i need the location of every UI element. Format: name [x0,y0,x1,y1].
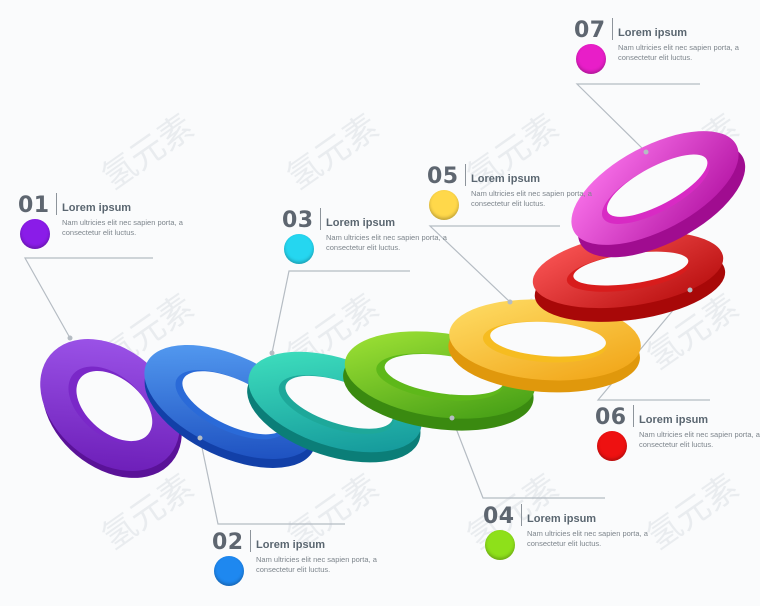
anchor-dot [67,335,73,341]
divider [612,18,613,40]
step-number: 04 [483,504,515,529]
step-title: Lorem ipsum [256,539,326,551]
divider [465,164,466,186]
divider [320,208,321,230]
divider [521,504,522,526]
ring-red [532,231,726,322]
anchor-dot [507,299,513,305]
step-number: 05 [427,164,459,189]
anchor-dots [67,149,693,441]
connector-lines [23,83,710,525]
step-title: Lorem ipsum [618,27,688,39]
connector-03 [271,270,410,354]
connector-07 [575,83,700,153]
step-title: Lorem ipsum [527,513,597,525]
divider [250,530,251,552]
anchor-dot [197,435,203,441]
color-dot [214,556,244,586]
divider [56,193,57,215]
step-number: 01 [18,193,50,218]
step-description: Nam ultricies elit nec sapien porta, a c… [527,529,648,548]
step-description: Nam ultricies elit nec sapien porta, a c… [62,218,183,237]
step-title: Lorem ipsum [471,173,541,185]
color-dot [576,44,606,74]
anchor-dot [269,350,275,356]
step-description: Nam ultricies elit nec sapien porta, a c… [256,555,377,574]
anchor-dot [687,287,693,293]
divider [633,405,634,427]
color-dot [597,431,627,461]
anchor-dot [643,149,649,155]
step-description: Nam ultricies elit nec sapien porta, a c… [471,189,592,208]
step-description: Nam ultricies elit nec sapien porta, a c… [618,43,739,62]
step-title: Lorem ipsum [639,414,709,426]
connector-05 [428,225,560,303]
ring-magenta [571,131,746,258]
connector-06 [596,289,710,401]
step-number: 07 [574,18,606,43]
step-number: 02 [212,530,244,555]
anchor-dot [449,415,455,421]
step-title: Lorem ipsum [326,217,396,229]
step-number: 03 [282,208,314,233]
step-description: Nam ultricies elit nec sapien porta, a c… [639,430,760,449]
step-title: Lorem ipsum [62,202,132,214]
color-dot [20,219,50,249]
connector-02 [199,437,345,525]
connector-01 [23,257,153,339]
color-dot [284,234,314,264]
color-dot [485,530,515,560]
step-description: Nam ultricies elit nec sapien porta, a c… [326,233,447,252]
step-number: 06 [595,405,627,430]
ring-purple [40,339,182,478]
color-dot [429,190,459,220]
connector-04 [451,417,605,499]
